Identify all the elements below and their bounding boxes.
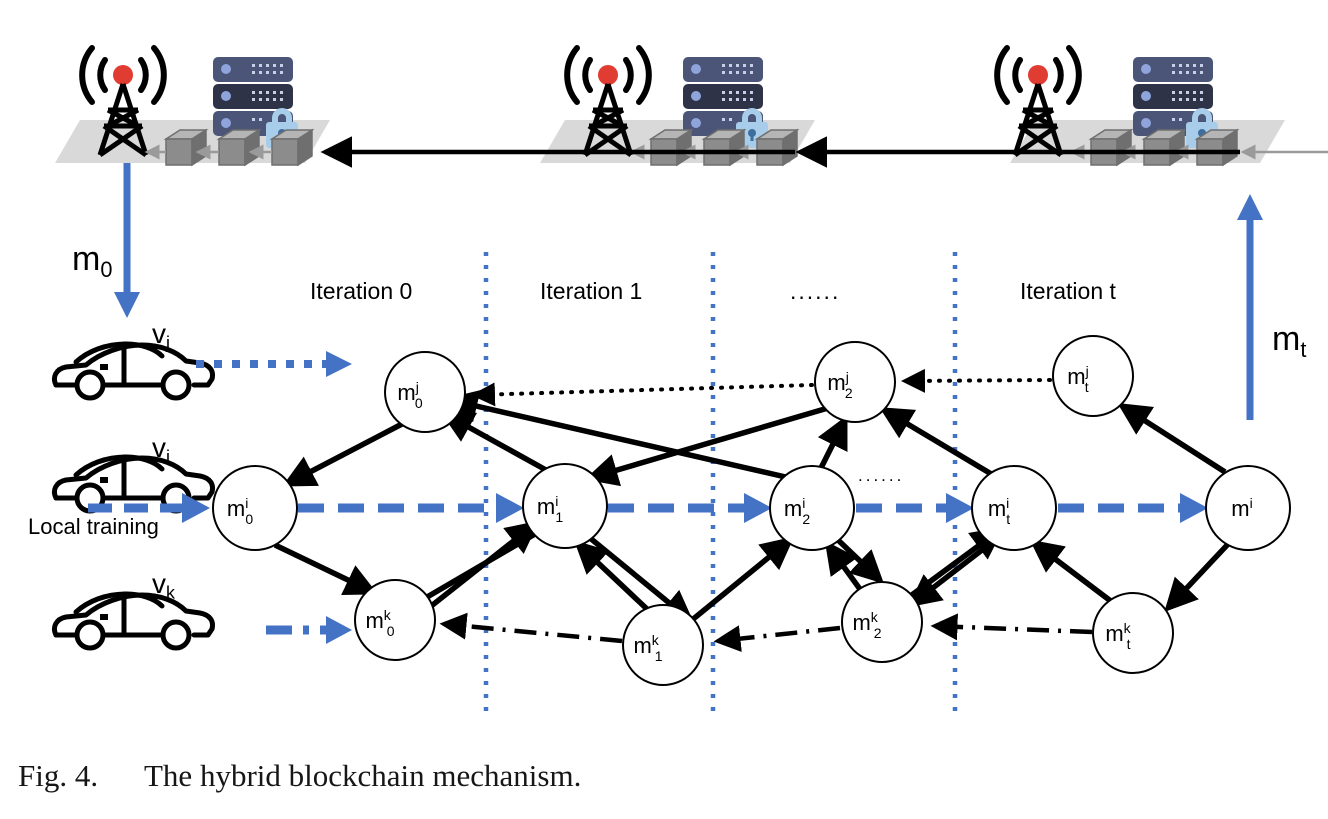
blockchain-blocks-left [144, 128, 315, 167]
car-icon-vi [51, 454, 215, 514]
figure-caption-number: Fig. 4. [18, 758, 99, 793]
tower-mast [582, 83, 634, 158]
vk-feed-arrow [266, 616, 352, 644]
vehicle-label-k: vk [152, 568, 175, 603]
tower-beacon-dot [1028, 65, 1048, 85]
iteration-label-t: Iteration t [1020, 278, 1116, 304]
mt-upload-arrow [1237, 194, 1263, 420]
station-right [994, 45, 1328, 167]
j-chain-dotted-arrows [471, 368, 1052, 407]
iteration-label-1: Iteration 1 [540, 278, 643, 304]
svg-text:mjt: mjt [1067, 363, 1088, 395]
local-training-label: Local training [28, 514, 159, 539]
tower-mast [97, 83, 149, 158]
svg-text:mi: mi [1231, 495, 1252, 521]
iteration-label-0: Iteration 0 [310, 278, 413, 304]
blockchain-blocks-middle [629, 128, 800, 167]
iteration-label-ellipsis: ...... [790, 278, 841, 304]
vehicle-label-j: vj [152, 318, 170, 353]
i-chain-blue-arrows [298, 493, 1208, 523]
m0-download-arrow [114, 163, 140, 318]
svg-text:mit: mit [988, 495, 1010, 527]
ellipsis-mid-row: ...... [858, 466, 905, 485]
cross-edges [273, 390, 1233, 631]
mt-label: mt [1272, 320, 1307, 362]
vj-feed-arrow [196, 351, 352, 377]
vi-feed-arrow [88, 493, 210, 523]
figure-caption-text: The hybrid blockchain mechanism. [144, 758, 582, 793]
server-rack-icon [683, 57, 763, 136]
cell-tower-icon [79, 45, 167, 105]
m0-label: m0 [72, 240, 113, 282]
k-chain-dashdot-arrows [439, 612, 1093, 653]
vehicle-label-i: vi [152, 432, 170, 467]
tower-beacon-dot [113, 65, 133, 85]
car-icon-vk [51, 591, 215, 651]
node-mi-final[interactable]: mi [1205, 465, 1291, 551]
station-middle [540, 45, 815, 167]
tower-beacon-dot [598, 65, 618, 85]
car-icon-vj [51, 341, 215, 401]
cell-tower-icon [994, 45, 1082, 105]
cell-tower-icon [564, 45, 652, 105]
station-left [55, 45, 330, 167]
